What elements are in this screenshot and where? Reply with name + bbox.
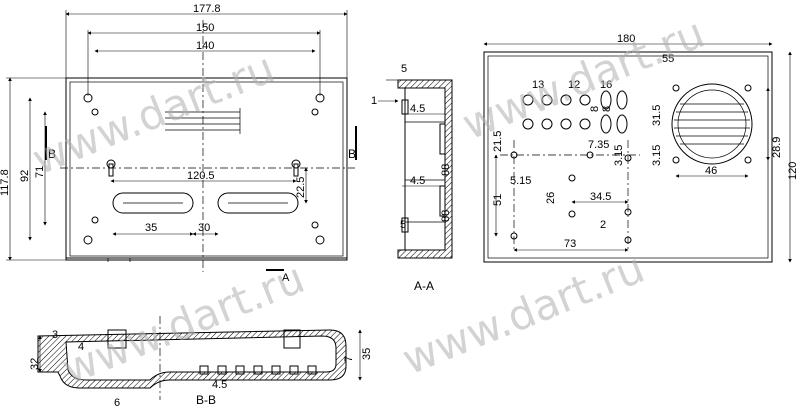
right-dim-12: 12 [568,79,580,91]
right-dim-16: 16 [600,79,612,91]
side-dim-1: 1 [371,95,377,107]
right-dim-34-5: 34.5 [590,191,611,203]
right-dim-3-15b: 3.15 [613,145,625,166]
dim-150: 150 [196,22,214,34]
right-dim-26: 26 [545,192,557,204]
keyhole-hangers [106,159,301,177]
right-dim-180: 180 [617,33,635,45]
right-dim-13: 13 [532,79,544,91]
bottom-dim-35: 35 [361,348,373,360]
side-dim-r1: 88 [440,164,452,176]
right-dim-28-9: 28.9 [771,137,783,158]
slot-left [112,192,194,214]
section-a-label: A [282,272,290,284]
right-dim-51: 51 [492,194,504,206]
dim-117-8: 117.8 [0,169,11,196]
side-section-view: 5 1 4.5 4.5 5 88 88 A-A [371,63,453,293]
watermark-4: www.dart.ru [395,243,651,384]
right-dim-46: 46 [705,165,717,177]
button-matrix [522,90,628,134]
dim-30: 30 [198,222,210,234]
dim-177-8: 177.8 [193,3,221,15]
side-dim-r2: 88 [440,210,452,222]
front-outline [65,77,348,261]
watermark-1: www.dart.ru [25,43,281,184]
right-dim-55: 55 [662,53,674,65]
dim-71: 71 [34,166,46,178]
section-b-b-caption: B-B [196,393,216,407]
dim-120-5: 120.5 [187,170,215,182]
side-dim-4-5a: 4.5 [410,103,425,115]
slot-right [217,192,299,214]
side-dim-5: 5 [401,63,407,75]
right-dim-8b: 8 [601,106,613,112]
right-dim-7-35: 7.35 [588,139,609,151]
dim-92: 92 [19,170,31,182]
right-dim-21-5: 21.5 [492,131,504,152]
bottom-dim-4: 4 [78,341,84,353]
right-dim-3-15a: 3.15 [651,145,663,166]
section-a-a-caption: A-A [414,279,434,293]
right-dim-31-5: 31.5 [651,105,663,126]
side-dim-4-5b: 4.5 [410,175,425,187]
right-outline [483,51,773,263]
right-view: 180 46 28.9 120 55 31.5 3.15 [483,33,799,263]
right-dim-2: 2 [600,219,606,231]
dim-22-5: 22.5 [295,177,307,198]
bottom-studs [199,365,317,375]
right-dim-73: 73 [564,238,576,250]
dim-35: 35 [145,222,157,234]
fan-grille [671,83,753,165]
bottom-dim-7: 7 [343,356,355,362]
front-vent-lines [165,108,241,134]
bottom-dim-4-5: 4.5 [212,379,227,391]
right-dim-120: 120 [787,162,799,180]
front-view: 177.8 150 140 117.8 92 71 120.5 35 30 22… [0,3,357,284]
section-b-left: B [48,147,56,161]
bottom-section-view: 3 4 32 6 4.5 7 35 B-B [29,316,373,409]
dim-140: 140 [196,40,214,52]
right-dim-8a: 8 [589,106,601,112]
side-dim-5b: 5 [400,219,406,231]
section-b-right: B [348,147,356,161]
bottom-dim-6: 6 [114,397,120,409]
bottom-dim-32: 32 [29,358,41,370]
right-dim-5-15: 5.15 [510,175,531,187]
bottom-dim-3: 3 [52,329,58,341]
